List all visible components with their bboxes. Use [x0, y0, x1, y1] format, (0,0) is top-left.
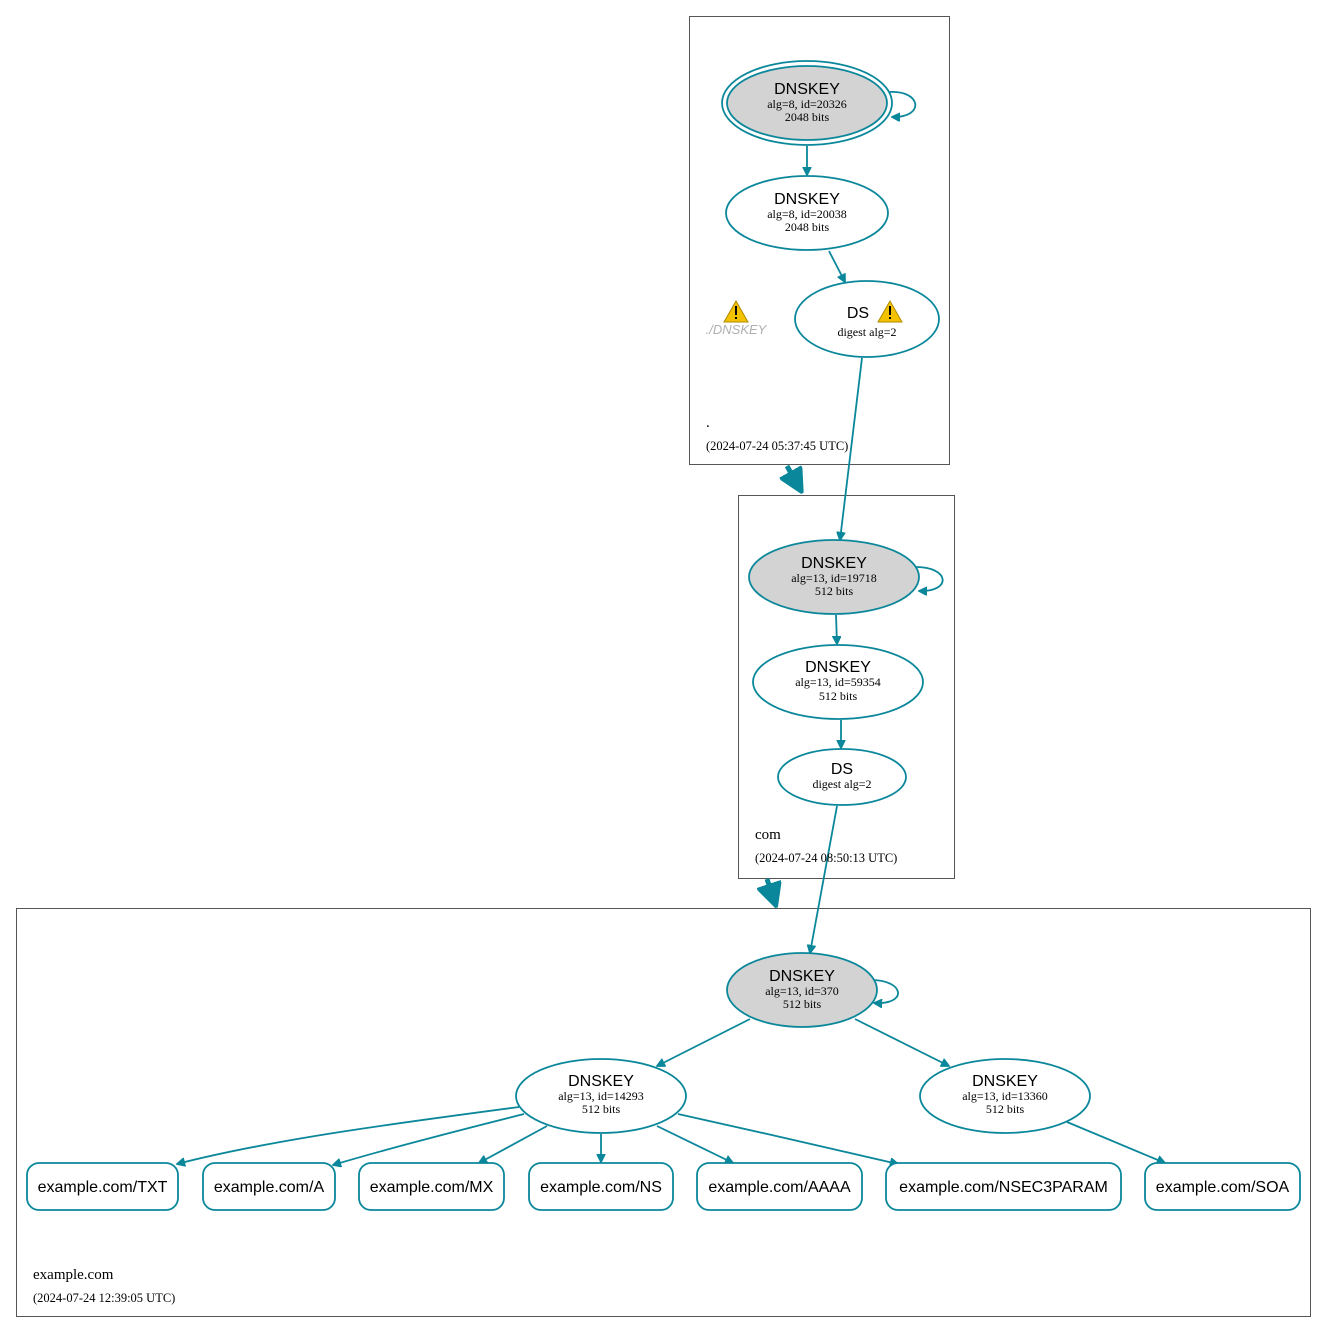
com-ksk-self-edge — [915, 566, 944, 591]
rrset-soa-node[interactable]: example.com/SOA — [1144, 1162, 1301, 1211]
root-ksk-self-edge — [888, 91, 917, 117]
example-ksk-self-edge — [870, 979, 899, 1003]
edges — [177, 91, 1165, 1165]
example-ksk-node[interactable]: DNSKEY alg=13, id=370 512 bits — [726, 952, 878, 1028]
com-ds-ellipse — [777, 748, 907, 806]
com-ksk-node[interactable]: DNSKEY alg=13, id=19718 512 bits — [748, 539, 920, 615]
example-zsk1-ellipse — [515, 1058, 687, 1134]
example-zone-name: example.com — [33, 1267, 114, 1283]
zsk1-to-txt-edge — [177, 1106, 520, 1164]
rrset-a-node[interactable]: example.com/A — [202, 1162, 336, 1211]
root-ksk-node[interactable]: DNSKEY alg=8, id=20326 2048 bits — [721, 60, 893, 146]
rrset-aaaa-label: example.com/AAAA — [708, 1179, 851, 1196]
rrset-mx-label: example.com/MX — [370, 1179, 494, 1196]
root-zsk-ellipse — [725, 175, 889, 251]
com-ksk-ellipse — [748, 539, 920, 615]
rrset-nsec3param-box — [885, 1162, 1122, 1211]
warning-icon — [723, 299, 749, 323]
example-zsk2-bits: 512 bits — [986, 1102, 1025, 1116]
example-ksk-ellipse — [726, 952, 878, 1028]
example-zone-timestamp: (2024-07-24 12:39:05 UTC) — [33, 1291, 175, 1305]
root-zsk-alg: alg=8, id=20038 — [767, 207, 847, 221]
com-ds-title: DS — [831, 761, 853, 778]
root-ds-ellipse — [794, 280, 940, 358]
root-ksk-ellipse — [726, 65, 888, 141]
rrset-aaaa-box — [696, 1162, 863, 1211]
root-ds-node[interactable]: DS digest alg=2 — [794, 280, 940, 358]
example-ksk-to-zsk2-edge — [854, 1018, 949, 1066]
rrset-ns-node[interactable]: example.com/NS — [528, 1162, 674, 1211]
com-zsk-bits: 512 bits — [819, 689, 858, 703]
example-zsk2-ellipse — [919, 1058, 1091, 1134]
rrset-ns-label: example.com/NS — [540, 1179, 662, 1196]
com-zsk-node[interactable]: DNSKEY alg=13, id=59354 512 bits — [752, 644, 924, 720]
com-zone-timestamp: (2024-07-24 08:50:13 UTC) — [755, 851, 897, 865]
root-ksk-alg: alg=8, id=20326 — [767, 97, 847, 111]
rrset-soa-label: example.com/SOA — [1156, 1179, 1290, 1196]
rrset-txt-box — [26, 1162, 179, 1211]
example-zsk1-bits: 512 bits — [582, 1102, 621, 1116]
rrset-txt-label: example.com/TXT — [38, 1179, 168, 1196]
rrset-txt-node[interactable]: example.com/TXT — [26, 1162, 179, 1211]
example-ksk-bits: 512 bits — [783, 997, 822, 1011]
root-zsk-title: DNSKEY — [774, 191, 840, 208]
root-zsk-node[interactable]: DNSKEY alg=8, id=20038 2048 bits — [725, 175, 889, 251]
rrset-mx-node[interactable]: example.com/MX — [358, 1162, 505, 1211]
root-ds-to-com-ksk-edge — [840, 357, 863, 540]
rrset-soa-box — [1144, 1162, 1301, 1211]
com-ksk-bits: 512 bits — [815, 584, 854, 598]
example-zsk2-title: DNSKEY — [972, 1073, 1038, 1090]
rrset-nsec3param-node[interactable]: example.com/NSEC3PARAM — [885, 1162, 1122, 1211]
com-ksk-to-zsk-edge — [836, 614, 837, 644]
zsk1-to-a-edge — [333, 1113, 525, 1165]
com-zone-name: com — [755, 827, 781, 843]
zsk1-to-mx-edge — [479, 1125, 548, 1163]
example-ksk-to-zsk1-edge — [657, 1018, 751, 1066]
rrset-ns-box — [528, 1162, 674, 1211]
com-ds-digest: digest alg=2 — [812, 777, 871, 791]
example-zsk1-alg: alg=13, id=14293 — [558, 1089, 644, 1103]
root-dnskey-warning[interactable]: ./DNSKEY — [706, 299, 768, 337]
root-zone-name: . — [706, 415, 710, 431]
rrset-a-box — [202, 1162, 336, 1211]
rrset-a-label: example.com/A — [214, 1179, 325, 1196]
root-ds-title: DS — [847, 305, 869, 322]
com-ksk-alg: alg=13, id=19718 — [791, 571, 877, 585]
root-zsk-to-ds-edge — [828, 250, 845, 282]
example-zsk1-title: DNSKEY — [568, 1073, 634, 1090]
zsk1-to-nsec3param-edge — [677, 1113, 898, 1164]
rrset-aaaa-node[interactable]: example.com/AAAA — [696, 1162, 863, 1211]
com-ds-node[interactable]: DS digest alg=2 — [777, 748, 907, 806]
example-ksk-alg: alg=13, id=370 — [765, 984, 839, 998]
root-ksk-bits: 2048 bits — [785, 110, 830, 124]
example-zsk1-node[interactable]: DNSKEY alg=13, id=14293 512 bits — [515, 1058, 687, 1134]
example-zsk2-node[interactable]: DNSKEY alg=13, id=13360 512 bits — [919, 1058, 1091, 1134]
com-zsk-ellipse — [752, 644, 924, 720]
com-ds-to-example-ksk-edge — [810, 805, 838, 953]
zsk2-to-soa-edge — [1066, 1121, 1165, 1163]
rrset-nsec3param-label: example.com/NSEC3PARAM — [899, 1179, 1108, 1196]
example-ksk-title: DNSKEY — [769, 968, 835, 985]
zsk1-to-aaaa-edge — [656, 1125, 733, 1163]
rrset-mx-box — [358, 1162, 505, 1211]
example-zsk2-alg: alg=13, id=13360 — [962, 1089, 1048, 1103]
root-ds-digest: digest alg=2 — [837, 325, 896, 339]
com-zsk-title: DNSKEY — [805, 659, 871, 676]
com-zsk-alg: alg=13, id=59354 — [795, 675, 881, 689]
root-zone-timestamp: (2024-07-24 05:37:45 UTC) — [706, 439, 848, 453]
root-ksk-outer-ring — [721, 60, 893, 146]
delegation-root-to-com — [787, 464, 800, 489]
root-dnskey-warning-label: ./DNSKEY — [706, 322, 768, 337]
com-ksk-title: DNSKEY — [801, 555, 867, 572]
root-zsk-bits: 2048 bits — [785, 220, 830, 234]
root-ksk-title: DNSKEY — [774, 81, 840, 98]
delegation-com-to-example — [767, 878, 775, 903]
warning-icon — [877, 299, 903, 323]
